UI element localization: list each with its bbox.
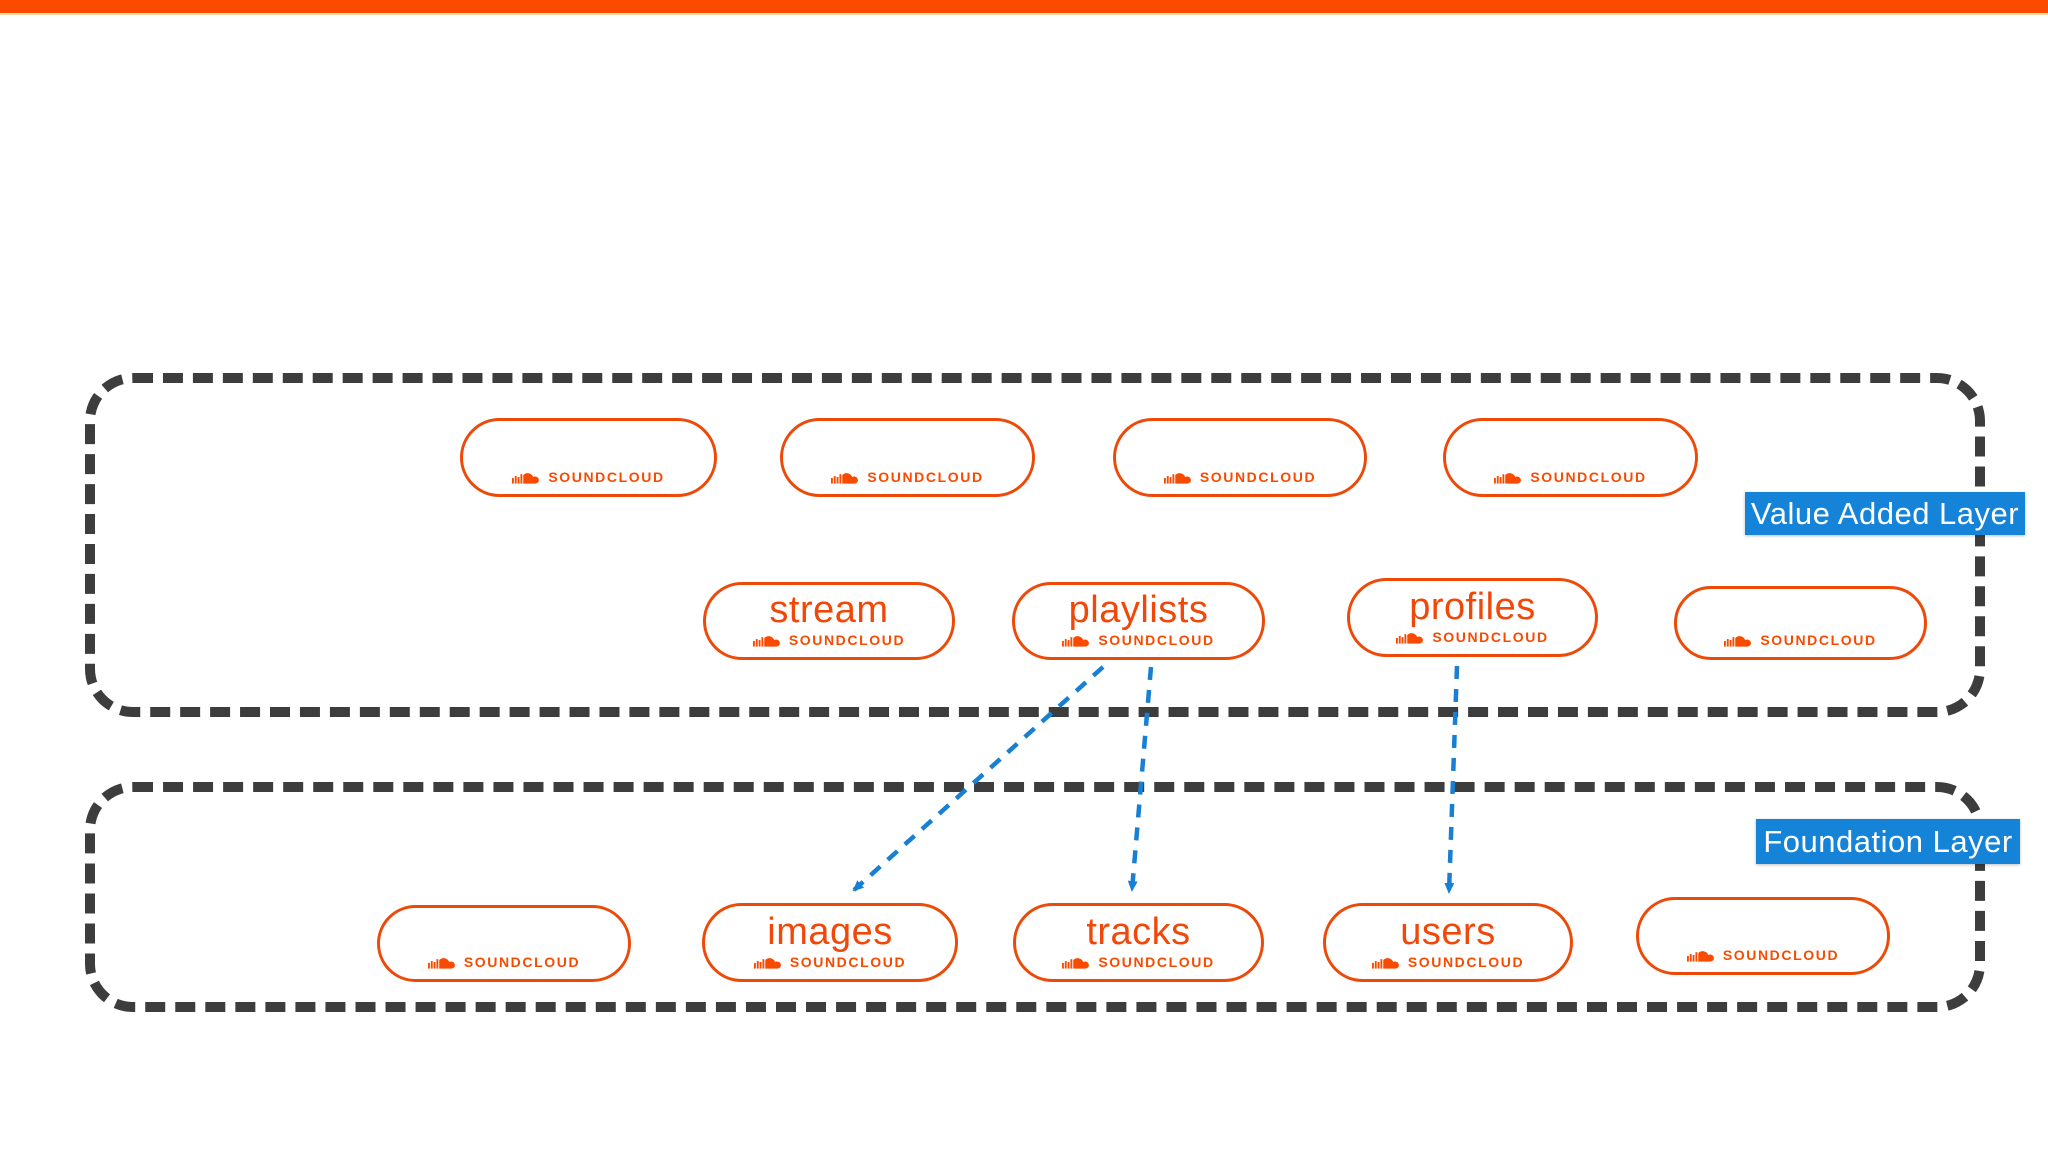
- soundcloud-logo: SOUNDCLOUD: [1062, 632, 1214, 648]
- soundcloud-logo-text: SOUNDCLOUD: [1530, 469, 1647, 485]
- soundcloud-cloud-icon: [831, 473, 859, 484]
- soundcloud-cloud-icon: [1062, 636, 1090, 647]
- pill-label: playlists: [1068, 589, 1209, 631]
- soundcloud-logo: SOUNDCLOUD: [752, 632, 906, 648]
- soundcloud-logo-text: SOUNDCLOUD: [548, 469, 665, 485]
- soundcloud-logo: SOUNDCLOUD: [1494, 469, 1646, 485]
- pill-stream: stream SOUNDCLOUD: [703, 582, 955, 660]
- soundcloud-logo-text: SOUNDCLOUD: [1722, 947, 1840, 963]
- soundcloud-logo-text: SOUNDCLOUD: [1407, 954, 1525, 970]
- pill-images: images SOUNDCLOUD: [702, 903, 958, 982]
- pill-soundcloud-service-1: SOUNDCLOUD: [460, 418, 717, 497]
- pill-label: images: [767, 911, 893, 953]
- soundcloud-logo-text: SOUNDCLOUD: [867, 469, 984, 485]
- soundcloud-logo: SOUNDCLOUD: [1163, 469, 1317, 485]
- soundcloud-logo: SOUNDCLOUD: [831, 469, 983, 485]
- soundcloud-logo-text: SOUNDCLOUD: [1760, 632, 1877, 648]
- soundcloud-logo-text: SOUNDCLOUD: [1199, 469, 1317, 485]
- value-added-layer-badge: Value Added Layer: [1745, 492, 2025, 535]
- soundcloud-logo-text: SOUNDCLOUD: [788, 632, 906, 648]
- pill-label: profiles: [1409, 586, 1536, 628]
- soundcloud-cloud-icon: [1371, 958, 1399, 969]
- top-accent-bar: [0, 0, 2048, 15]
- pill-label: tracks: [1086, 911, 1191, 953]
- soundcloud-cloud-icon: [512, 473, 540, 484]
- soundcloud-cloud-icon: [1494, 473, 1522, 484]
- soundcloud-logo: SOUNDCLOUD: [512, 469, 664, 485]
- pill-label: users: [1400, 911, 1496, 953]
- value-added-layer-box: [85, 373, 1985, 717]
- pill-users: users SOUNDCLOUD: [1323, 903, 1573, 982]
- soundcloud-cloud-icon: [752, 636, 780, 647]
- soundcloud-logo: SOUNDCLOUD: [1724, 632, 1876, 648]
- soundcloud-logo: SOUNDCLOUD: [1062, 954, 1214, 970]
- soundcloud-logo: SOUNDCLOUD: [1686, 947, 1840, 963]
- soundcloud-logo-text: SOUNDCLOUD: [1098, 632, 1215, 648]
- pill-playlists: playlists SOUNDCLOUD: [1012, 582, 1265, 660]
- soundcloud-cloud-icon: [753, 958, 781, 969]
- pill-soundcloud-service-6: SOUNDCLOUD: [377, 905, 631, 982]
- soundcloud-logo: SOUNDCLOUD: [1396, 629, 1548, 645]
- pill-soundcloud-service-4: SOUNDCLOUD: [1443, 418, 1698, 497]
- pill-profiles: profiles SOUNDCLOUD: [1347, 578, 1598, 657]
- soundcloud-cloud-icon: [1396, 633, 1424, 644]
- soundcloud-logo-text: SOUNDCLOUD: [789, 954, 907, 970]
- soundcloud-logo: SOUNDCLOUD: [753, 954, 907, 970]
- pill-label: stream: [769, 589, 889, 631]
- pill-soundcloud-service-5: SOUNDCLOUD: [1674, 586, 1927, 660]
- soundcloud-cloud-icon: [1163, 473, 1191, 484]
- soundcloud-logo: SOUNDCLOUD: [427, 954, 581, 970]
- soundcloud-cloud-icon: [1062, 958, 1090, 969]
- soundcloud-cloud-icon: [1724, 636, 1752, 647]
- pill-soundcloud-service-7: SOUNDCLOUD: [1636, 897, 1890, 975]
- soundcloud-cloud-icon: [1686, 951, 1714, 962]
- foundation-layer-badge: Foundation Layer: [1756, 819, 2020, 864]
- soundcloud-logo: SOUNDCLOUD: [1371, 954, 1525, 970]
- soundcloud-logo-text: SOUNDCLOUD: [1432, 629, 1549, 645]
- soundcloud-cloud-icon: [427, 958, 455, 969]
- pill-tracks: tracks SOUNDCLOUD: [1013, 903, 1264, 982]
- pill-soundcloud-service-3: SOUNDCLOUD: [1113, 418, 1367, 497]
- soundcloud-logo-text: SOUNDCLOUD: [1098, 954, 1215, 970]
- pill-soundcloud-service-2: SOUNDCLOUD: [780, 418, 1035, 497]
- soundcloud-logo-text: SOUNDCLOUD: [463, 954, 581, 970]
